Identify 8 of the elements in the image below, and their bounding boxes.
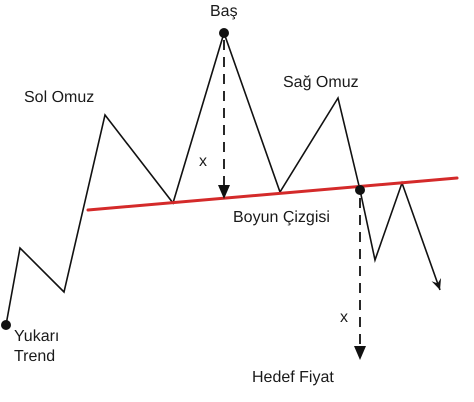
shoulder-label: Sağ Omuz bbox=[283, 73, 359, 93]
shoulder-label: Sol Omuz bbox=[24, 88, 94, 108]
target-price-label: Hedef Fiyat bbox=[252, 368, 334, 388]
trend-label: Yukarı Trend bbox=[14, 327, 60, 367]
peak-label: Baş bbox=[210, 2, 238, 22]
neckline-label: Boyun Çizgisi bbox=[233, 208, 330, 228]
measure-label: x bbox=[340, 308, 348, 328]
measure-label: x bbox=[199, 152, 207, 172]
